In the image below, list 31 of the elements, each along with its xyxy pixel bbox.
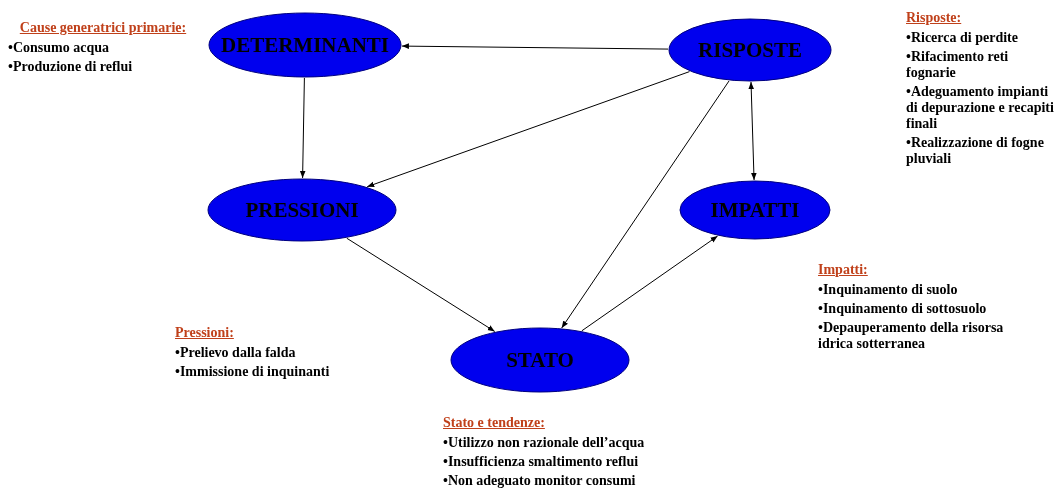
bullet-item: •Produzione di reflui	[8, 59, 134, 75]
arrow	[346, 237, 496, 332]
bullet-item: •Utilizzo non razionale dell’acqua	[443, 435, 646, 451]
node-label: RISPOSTE	[697, 37, 803, 63]
arrow	[401, 43, 669, 50]
bullet-item: •Consumo acqua	[8, 40, 110, 56]
section-heading: Cause generatrici primarie:	[18, 20, 188, 36]
bullet-item: •Prelievo dalla falda	[175, 345, 297, 361]
arrow	[561, 80, 730, 329]
bullet-item: •Adeguamento impianti di depurazione e recapiti finali	[906, 84, 1055, 132]
bullet-item: •Realizzazione di fogne pluviali	[906, 135, 1045, 167]
arrow	[748, 81, 757, 181]
arrow	[366, 71, 690, 188]
section-heading: Impatti:	[818, 262, 869, 278]
bullet-item: •Non adeguato monitor consumi	[443, 473, 637, 489]
bullet-item: •Rifacimento reti fognarie	[906, 49, 1010, 81]
bullet-item: •Inquinamento di suolo	[818, 282, 959, 298]
bullet-item: •Immissione di inquinanti	[175, 364, 331, 380]
section-heading: Pressioni:	[175, 325, 235, 341]
section-heading: Stato e tendenze:	[443, 415, 546, 431]
bullet-item: •Depauperamento della risorsa idrica sotterranea	[818, 320, 1005, 352]
arrow	[299, 77, 306, 179]
bullet-item: •Ricerca di perdite	[906, 30, 1019, 46]
node-label: PRESSIONI	[244, 197, 360, 223]
node-label: DETERMINANTI	[220, 32, 390, 58]
bullet-item: •Inquinamento di sottosuolo	[818, 301, 988, 317]
node-label: STATO	[505, 347, 575, 373]
bullet-item: •Insufficienza smaltimento reflui	[443, 454, 640, 470]
section-heading: Risposte:	[906, 10, 963, 26]
node-label: IMPATTI	[709, 197, 801, 223]
arrow	[581, 235, 719, 332]
